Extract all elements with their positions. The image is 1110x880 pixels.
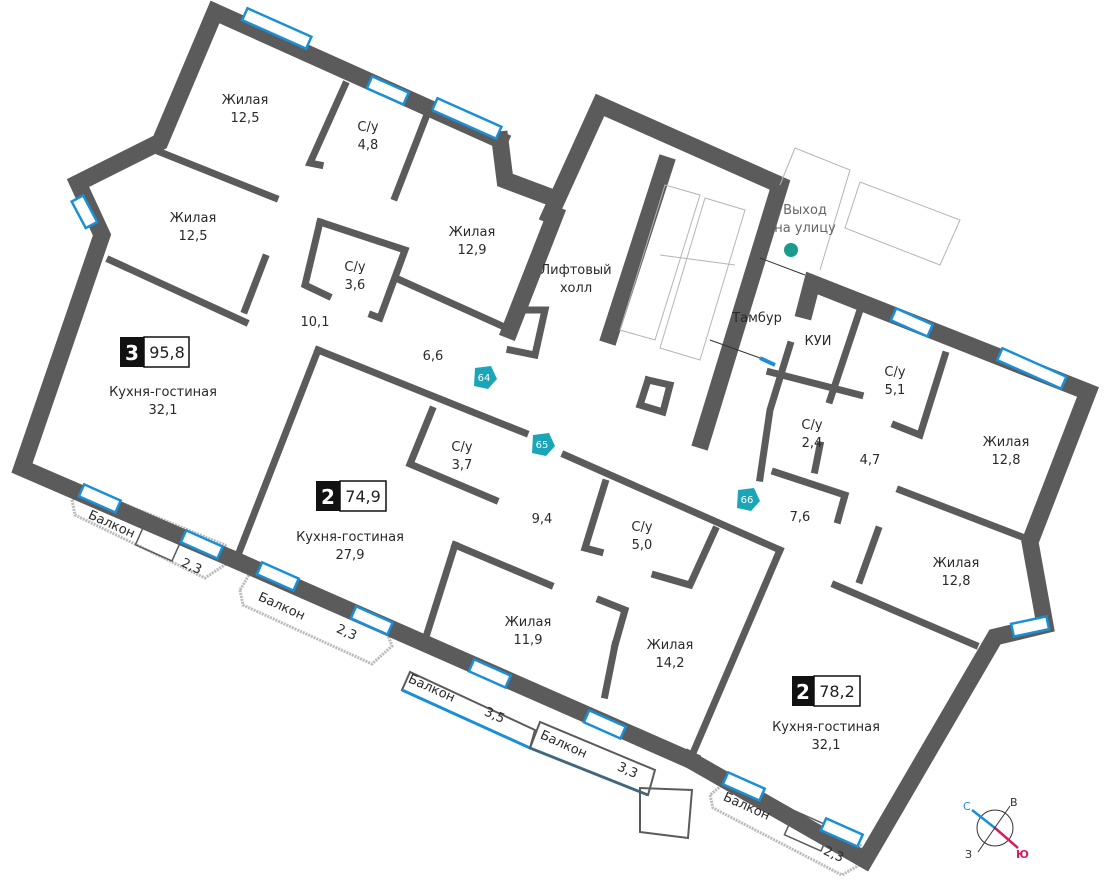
windows — [69, 6, 1069, 849]
room-name: Кухня-гостиная — [772, 720, 880, 735]
apartment-area: 95,8 — [149, 343, 185, 362]
room-area: 7,6 — [790, 510, 811, 525]
rooms-count: 2 — [321, 485, 335, 509]
room-name: Жилая — [505, 615, 552, 630]
room-area: 4,8 — [358, 138, 379, 153]
common-areas: Лифтовый холл Выход на улицу Тамбур КУИ — [540, 203, 836, 349]
room-area: 27,9 — [336, 548, 365, 563]
room-name: Жилая — [449, 225, 496, 240]
room-name: Жилая — [983, 435, 1030, 450]
cleaning-room-label: КУИ — [805, 334, 832, 349]
doors — [709, 257, 806, 367]
rooms-count: 3 — [125, 341, 139, 365]
balcony-area: 3,5 — [482, 705, 507, 727]
compass-east: В — [1010, 796, 1018, 809]
room-name: Кухня-гостиная — [296, 530, 404, 545]
room-area: 2,4 — [802, 436, 823, 451]
marker-64[interactable]: 64 — [474, 366, 497, 389]
apartment-badge[interactable]: 3 95,8 — [120, 336, 190, 368]
room-area: 32,1 — [812, 738, 841, 753]
room-name: Жилая — [170, 211, 217, 226]
room-area: 3,7 — [452, 458, 473, 473]
room-name: С/у — [357, 120, 378, 135]
room-name: Жилая — [933, 556, 980, 571]
vestibule-label: Тамбур — [731, 311, 782, 326]
svg-text:65: 65 — [536, 440, 549, 451]
interior-walls — [105, 80, 1035, 765]
room-name: С/у — [344, 260, 365, 275]
balcony-area: 2,3 — [334, 622, 359, 644]
balcony-name: Балкон — [538, 728, 589, 762]
room-area: 14,2 — [656, 656, 685, 671]
compass: С В З Ю — [963, 796, 1029, 861]
room-area: 11,9 — [514, 633, 543, 648]
room-name: С/у — [451, 440, 472, 455]
room-area: 12,5 — [179, 229, 208, 244]
room-name: Жилая — [222, 93, 269, 108]
room-name: Кухня-гостиная — [109, 385, 217, 400]
room-area: 10,1 — [301, 315, 330, 330]
lift-hall-label: Лифтовый — [540, 263, 611, 278]
room-area: 32,1 — [149, 403, 178, 418]
room-area: 9,4 — [532, 512, 553, 527]
marker-66[interactable]: 66 — [737, 488, 760, 511]
svg-text:64: 64 — [478, 373, 491, 384]
room-area: 12,5 — [231, 111, 260, 126]
room-name: С/у — [801, 418, 822, 433]
staircase — [619, 147, 961, 361]
room-area: 3,6 — [345, 278, 366, 293]
room-area: 4,7 — [860, 453, 881, 468]
room-area: 5,0 — [632, 538, 653, 553]
compass-north: С — [963, 800, 971, 813]
marker-65[interactable]: 65 — [532, 433, 555, 456]
apartment-area: 78,2 — [819, 682, 855, 701]
room-area: 12,8 — [942, 574, 971, 589]
compass-south: Ю — [1016, 848, 1029, 861]
room-name: Жилая — [647, 638, 694, 653]
rooms-count: 2 — [796, 680, 810, 704]
exit-label: на улицу — [774, 221, 836, 236]
balcony-name: Балкон — [406, 672, 457, 706]
apartment-3: Жилая 12,5 С/у 4,8 Жилая 12,5 С/у 3,6 Жи… — [86, 93, 496, 578]
room-area: 5,1 — [885, 383, 906, 398]
exit-label: Выход — [783, 203, 827, 218]
lift-hall-label: холл — [560, 281, 592, 296]
room-area: 12,9 — [458, 243, 487, 258]
entrance-markers: 64 65 66 — [474, 366, 760, 511]
room-area: 6,6 — [423, 349, 444, 364]
room-name: С/у — [631, 520, 652, 535]
svg-text:66: 66 — [741, 495, 754, 506]
apartment-badge[interactable]: 2 78,2 — [792, 675, 861, 707]
room-name: С/у — [884, 365, 905, 380]
room-area: 12,8 — [992, 453, 1021, 468]
exit-icon — [784, 243, 798, 257]
apartment-area: 74,9 — [345, 487, 381, 506]
compass-west: З — [965, 848, 972, 861]
apartment-badge[interactable]: 2 74,9 — [316, 480, 387, 512]
